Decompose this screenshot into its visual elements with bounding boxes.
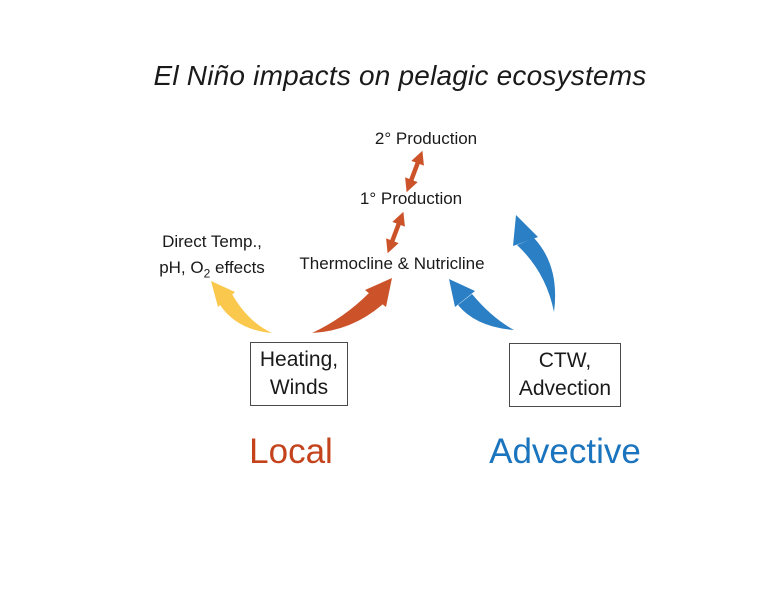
local-driver-line1: Heating,: [259, 348, 339, 371]
local-thermocline-curved-arrow-icon: [312, 278, 392, 333]
direct-effects-line2-post: effects: [210, 258, 265, 277]
production-coupling-arrow-icon: [405, 150, 424, 193]
category-advective-label: Advective: [489, 432, 641, 471]
node-primary-production: 1° Production: [359, 189, 463, 208]
category-local-label: Local: [249, 432, 333, 471]
node-secondary-production: 2° Production: [374, 129, 478, 148]
diagram-title: El Niño impacts on pelagic ecosystems: [153, 60, 647, 91]
thermocline-production-arrow-icon: [386, 211, 405, 254]
advective-thermocline-curved-arrow-icon: [449, 279, 514, 330]
local-driver-line2: Winds: [269, 376, 329, 399]
advective-production-curved-arrow-icon: [513, 215, 556, 312]
direct-effects-curved-arrow-icon: [211, 281, 272, 333]
direct-effects-line2-pre: pH, O: [159, 258, 204, 277]
advective-driver-line1: CTW,: [538, 349, 592, 372]
node-thermocline-nutricline: Thermocline & Nutricline: [299, 254, 485, 273]
node-direct-effects: Direct Temp., pH, O2 effects: [140, 229, 284, 286]
local-driver-box: Heating, Winds: [250, 342, 348, 406]
direct-effects-line1: Direct Temp.,: [162, 232, 262, 251]
advective-driver-line2: Advection: [518, 377, 612, 400]
advective-driver-box: CTW, Advection: [509, 343, 621, 407]
oxygen-subscript: 2: [203, 266, 211, 281]
